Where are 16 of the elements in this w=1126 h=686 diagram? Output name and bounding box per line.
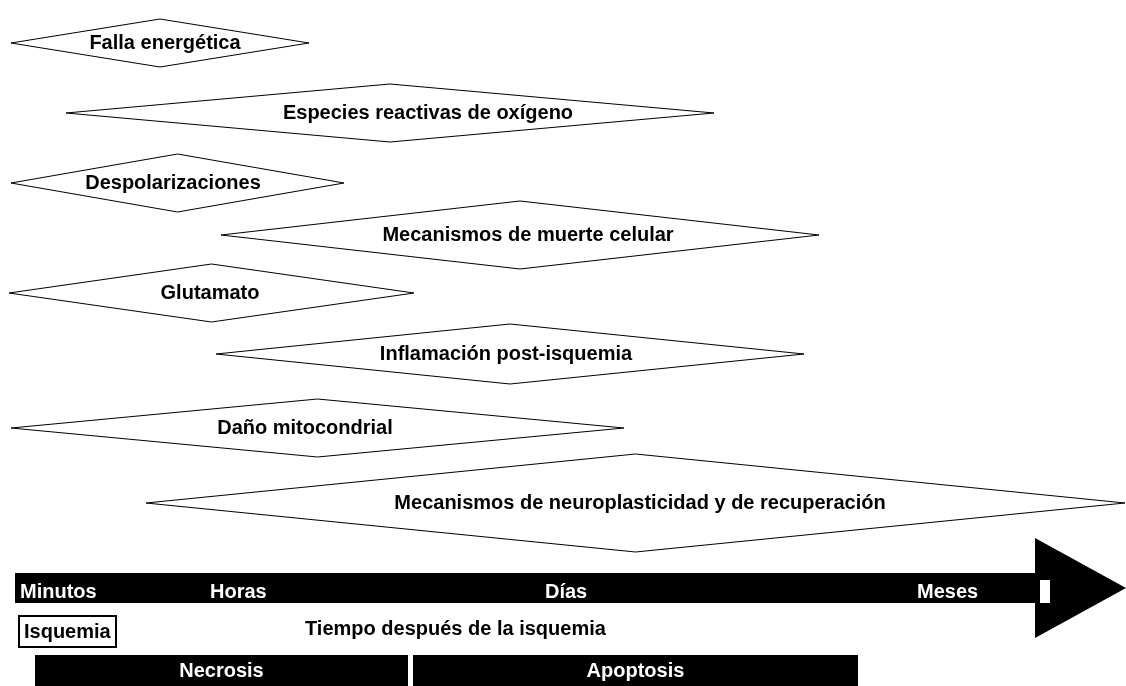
phase-bar: Apoptosis (413, 655, 858, 686)
time-label: Meses (917, 580, 979, 603)
time-label: Días (545, 580, 588, 603)
phase-bar: Necrosis (35, 655, 408, 686)
mechanism-label: Falla energética (89, 31, 241, 54)
mechanism-label: Mecanismos de neuroplasticidad y de recuperación (394, 491, 886, 514)
mechanism-label: Despolarizaciones (85, 171, 261, 194)
mechanism-label: Especies reactivas de oxígeno (282, 101, 574, 124)
axis-title: Tiempo después de la isquemia (305, 617, 606, 640)
time-label: Horas (210, 580, 267, 603)
mechanism-label: Mecanismos de muerte celular (382, 223, 674, 246)
mechanism-label: Glutamato (160, 281, 260, 304)
mechanism-label: Inflamación post-isquemia (379, 342, 633, 365)
mechanism-label: Daño mitocondrial (217, 416, 393, 439)
event-box: Isquemia (18, 615, 117, 648)
time-label: Minutos (20, 580, 97, 603)
